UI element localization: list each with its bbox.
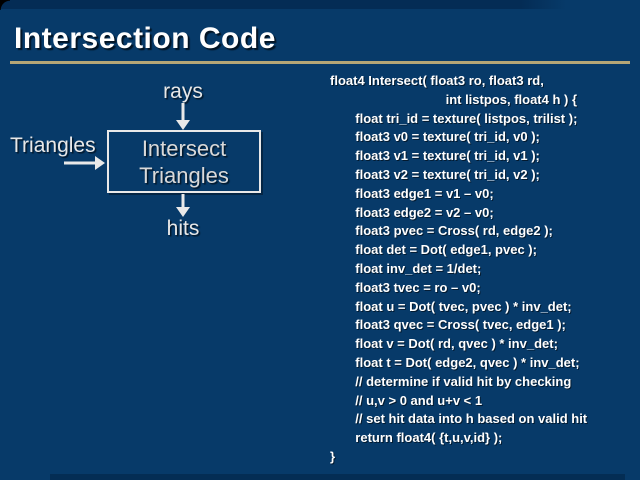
code-line: float inv_det = 1/det;	[330, 260, 482, 276]
rays-label: rays	[163, 80, 203, 103]
code-line: float u = Dot( tvec, pvec ) * inv_det;	[330, 298, 572, 314]
bottom-accent-bar	[50, 474, 625, 480]
code-line: float3 qvec = Cross( tvec, edge1 );	[330, 317, 566, 333]
code-line: float3 v1 = texture( tri_id, v1 );	[330, 148, 540, 164]
code-line: float3 v0 = texture( tri_id, v0 );	[330, 129, 540, 145]
code-line: float3 pvec = Cross( rd, edge2 );	[330, 223, 553, 239]
right-arrow-icon	[64, 156, 105, 170]
code-line: // set hit data into h based on valid hi…	[330, 411, 588, 427]
code-line: float3 v2 = texture( tri_id, v2 );	[330, 166, 540, 182]
hits-label: hits	[166, 217, 200, 240]
intersect-box-line2: Triangles	[139, 162, 229, 188]
intersect-triangles-box: Intersect Triangles	[107, 130, 261, 193]
top-accent-bar	[0, 0, 566, 9]
code-line: int listpos, float4 h ) {	[330, 91, 578, 107]
code-line: float det = Dot( edge1, pvec );	[330, 242, 537, 258]
code-line: float3 edge2 = v2 – v0;	[330, 204, 494, 220]
code-listing: float4 Intersect( float3 ro, float3 rd, …	[330, 72, 635, 467]
code-line: float t = Dot( edge2, qvec ) * inv_det;	[330, 354, 580, 370]
down-arrow-icon	[176, 103, 190, 130]
page-title: Intersection Code	[14, 22, 276, 55]
title-underline-rule	[10, 61, 630, 64]
code-line: float4 Intersect( float3 ro, float3 rd,	[330, 73, 544, 88]
code-line: float3 edge1 = v1 – v0;	[330, 185, 494, 201]
code-line: // u,v > 0 and u+v < 1	[330, 392, 483, 408]
code-line: return float4( {t,u,v,id} );	[330, 430, 503, 446]
code-line: // determine if valid hit by checking	[330, 373, 572, 389]
code-line: float v = Dot( rd, qvec ) * inv_det;	[330, 336, 558, 352]
down-arrow-icon	[176, 194, 190, 217]
code-line: float3 tvec = ro – v0;	[330, 279, 481, 295]
intersect-box-line1: Intersect	[141, 135, 227, 161]
rounded-corner-notch	[0, 0, 10, 10]
triangles-label: Triangles	[10, 134, 96, 157]
code-line: float tri_id = texture( listpos, trilist…	[330, 110, 578, 126]
code-line: }	[330, 448, 336, 464]
